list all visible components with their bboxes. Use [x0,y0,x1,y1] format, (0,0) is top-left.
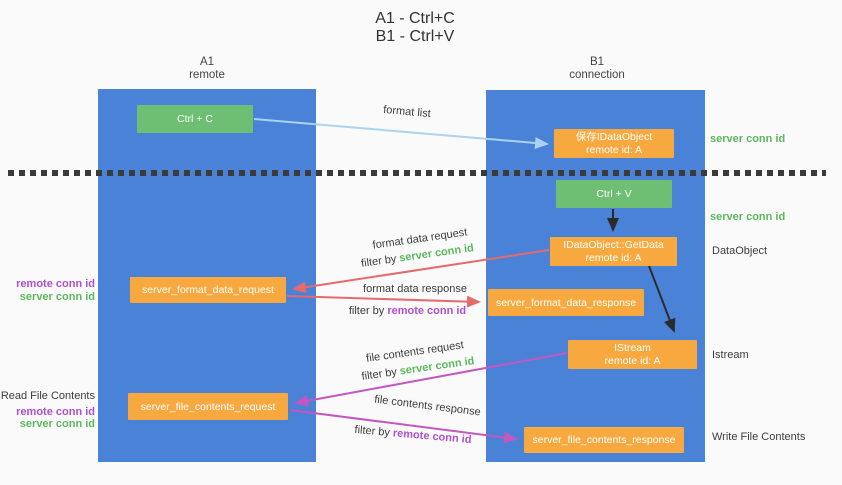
right-label-dataobject: DataObject [712,245,768,257]
node-idataobject-getdata: IDataObject::GetData remote id: A [550,237,677,266]
node-getdata-line1: IDataObject::GetData [563,238,664,251]
remote-conn-id-text: remote conn id [392,427,472,447]
filter-by-text: filter by [360,253,398,270]
node-save-idataobject-line2: remote id: A [585,143,643,156]
node-istream-line1: IStream [614,341,651,354]
node-getdata-line2: remote id: A [585,251,642,264]
remote-conn-id-text: remote conn id [387,305,467,317]
label-format-list: format list [382,103,432,121]
column-b-id: B1 [589,56,605,68]
right-label-istream: Istream [712,349,749,361]
phase-separator-dashed-line [8,170,826,176]
left-server-conn-id-2: server conn id [19,418,95,430]
node-format-response-label: server_format_data_response [495,296,637,309]
node-server-format-data-response: server_format_data_response [488,289,644,316]
left-remote-conn-id-1: remote conn id [16,278,95,290]
filter-by-text: filter by [348,305,385,317]
left-read-file-contents: Read File Contents [0,390,95,402]
filter-by-text: filter by [360,366,398,383]
node-istream-line2: remote id: A [604,354,661,367]
filter-by-text: filter by [354,423,391,439]
column-a-name: remote [189,69,225,81]
left-label-group-file: Read File Contents remote conn id server… [0,390,95,431]
column-a-id: A1 [199,56,215,68]
title-line-2: B1 - Ctrl+V [375,28,455,45]
node-ctrl-v-label: Ctrl + V [596,188,632,200]
node-ctrl-v: Ctrl + V [556,180,672,208]
column-header-b1: B1 connection [537,56,657,82]
node-ctrl-c: Ctrl + C [137,105,253,133]
column-b-name: connection [569,69,625,81]
label-format-data-response: format data response [363,283,467,295]
left-remote-conn-id-2: remote conn id [16,405,95,418]
right-label-server-conn-id-top: server conn id [710,133,786,145]
label-file-contents-response: file contents response [373,393,482,419]
node-server-format-data-request: server_format_data_request [130,277,286,303]
node-server-file-contents-request: server_file_contents_request [128,393,288,420]
right-label-write-file-contents: Write File Contents [712,431,806,443]
node-save-idataobject-line1: 保存IDataObject [575,130,653,143]
node-file-request-label: server_file_contents_request [140,400,276,413]
right-label-server-conn-id-mid: server conn id [710,211,786,223]
node-ctrl-c-label: Ctrl + C [177,113,213,125]
diagram-title: A1 - Ctrl+C B1 - Ctrl+V [300,10,530,46]
node-server-file-contents-response: server_file_contents_response [524,427,684,453]
left-label-group-format: remote conn id server conn id [0,278,95,303]
node-format-request-label: server_format_data_request [142,284,274,296]
node-file-response-label: server_file_contents_response [532,434,676,446]
title-line-1: A1 - Ctrl+C [375,10,455,27]
column-header-a1: A1 remote [147,56,267,82]
node-istream: IStream remote id: A [568,340,697,369]
left-server-conn-id-1: server conn id [19,290,95,303]
node-save-idataobject: 保存IDataObject remote id: A [554,129,674,158]
